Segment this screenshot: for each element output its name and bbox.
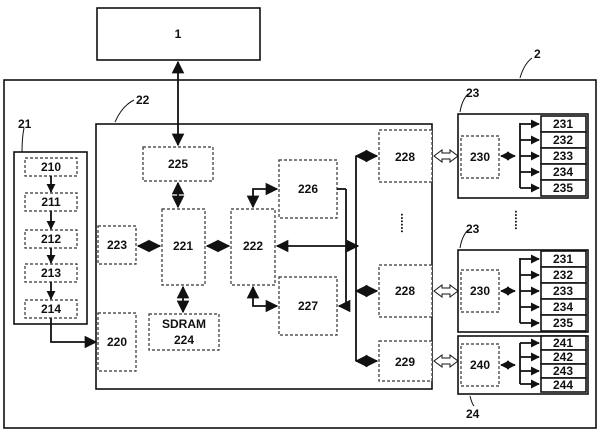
block-227-label: 227	[298, 299, 318, 313]
block-228-bottom-label: 228	[395, 284, 415, 298]
channel-232-mid-label: 232	[553, 268, 573, 282]
module-23-mid-label: 23	[466, 222, 480, 236]
block-223-label: 223	[107, 238, 127, 252]
block-225	[142, 146, 214, 182]
channel-231-mid-label: 231	[553, 252, 573, 266]
block-222	[230, 208, 276, 286]
channel-231-top-label: 231	[553, 117, 573, 131]
222-to-226-arrow	[246, 182, 279, 209]
module-24-label: 24	[466, 407, 480, 421]
seq-item-212-label: 212	[41, 232, 61, 246]
link-229-240	[433, 354, 459, 368]
block-229-label: 229	[395, 355, 415, 369]
channel-235-top	[540, 179, 587, 197]
channel-232-top-label: 232	[553, 133, 573, 147]
channel-235-mid-label: 235	[553, 316, 573, 330]
module-23-top-label: 23	[466, 86, 480, 100]
module-23-top: 23 230 231 232 233 234 235	[457, 86, 589, 199]
sequence-label: 21	[18, 117, 32, 131]
system-outline	[3, 79, 597, 429]
block-225-label: 225	[168, 157, 188, 171]
sequence-block: 21 210 211 212 213 214	[13, 117, 88, 325]
block-228-top	[378, 129, 433, 183]
block-230-top-label: 230	[470, 150, 490, 164]
block-240	[460, 343, 500, 387]
block-220-label: 220	[107, 335, 127, 349]
channel-233-top-label: 233	[553, 149, 573, 163]
seq-item-210-label: 210	[41, 160, 61, 174]
block-240-label: 240	[470, 358, 490, 372]
block-226	[278, 159, 338, 219]
module-23-top-leader	[459, 93, 469, 113]
ellipsis-vertical-228: ......	[398, 213, 412, 233]
sdram-block	[148, 313, 220, 351]
controller-label: 22	[136, 93, 150, 107]
module-24: 240 241 242 243 244 24	[457, 335, 589, 421]
sequence-leader	[21, 127, 25, 153]
channel-242-label: 242	[553, 350, 573, 364]
block-227	[278, 276, 338, 336]
block-228-bottom	[378, 264, 433, 318]
link-228-230-top	[433, 149, 459, 163]
block-230-top	[460, 135, 500, 179]
block-220	[97, 312, 137, 372]
block-230-mid	[460, 269, 500, 313]
channel-243-label: 243	[553, 364, 573, 378]
channel-241-label: 241	[553, 336, 573, 350]
222-to-227-arrow	[246, 285, 279, 313]
channel-233-mid-label: 233	[553, 284, 573, 298]
block-229	[378, 340, 433, 382]
channel-235-top-label: 235	[553, 181, 573, 195]
block-221	[161, 208, 206, 286]
channel-244	[540, 377, 587, 393]
seq-to-220-arrow	[50, 318, 98, 349]
ellipsis-vertical-modules: ......	[512, 210, 526, 230]
link-228-230-mid	[433, 284, 459, 298]
channel-234-top-label: 234	[553, 165, 573, 179]
seq-item-214-label: 214	[41, 302, 61, 316]
host-block: 1	[96, 7, 261, 61]
block-230-mid-label: 230	[470, 284, 490, 298]
system-label: 2	[534, 47, 541, 61]
block-226-label: 226	[298, 182, 318, 196]
system-leader	[519, 57, 533, 79]
sdram-number: 224	[174, 333, 194, 347]
host-label: 1	[175, 27, 182, 41]
seq-item-213-label: 213	[41, 266, 61, 280]
block-223	[97, 225, 137, 265]
seq-item-211-label: 211	[41, 195, 61, 209]
channel-244-label: 244	[553, 378, 573, 392]
channel-235-mid	[540, 314, 587, 332]
block-228-top-label: 228	[395, 150, 415, 164]
module-24-leader	[469, 395, 475, 407]
controller-leader	[114, 99, 135, 123]
module-23-mid-leader	[459, 229, 469, 249]
module-23-mid: 23 230 231 232 233 234 235	[457, 222, 589, 333]
channel-234-mid-label: 234	[553, 300, 573, 314]
block-222-label: 222	[243, 239, 263, 253]
block-221-label: 221	[173, 239, 193, 253]
sdram-label: SDRAM	[162, 317, 206, 331]
